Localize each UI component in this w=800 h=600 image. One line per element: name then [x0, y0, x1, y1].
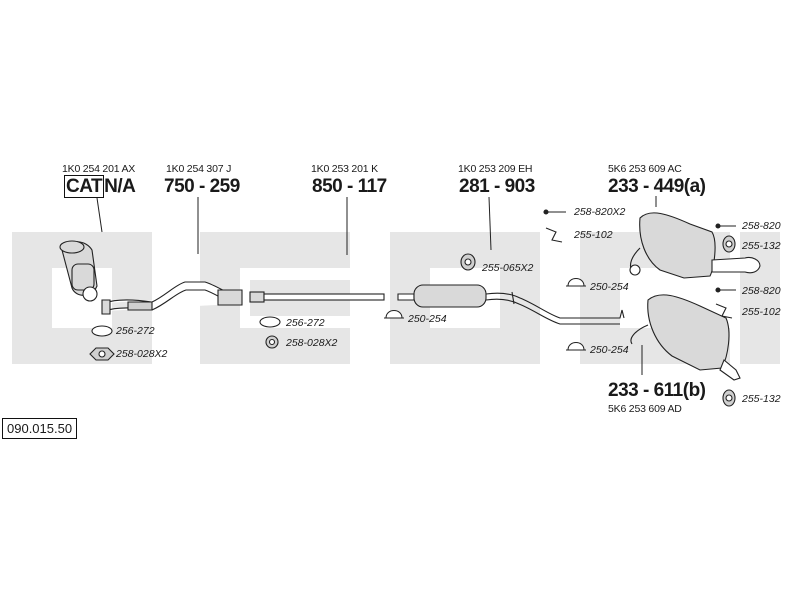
accessory-label-hanger-2: 255-132: [742, 240, 781, 252]
accessory-label-clamp-1: 250-254: [408, 313, 447, 325]
oem-number-intermediate-pipe: 1K0 253 201 K: [311, 163, 378, 175]
accessory-label-nut-1: 258-028X2: [116, 348, 168, 360]
rear-silencer-a: [629, 212, 761, 279]
accessory-label-bracket-2: 255-102: [742, 306, 781, 318]
accessory-label-nut-2: 258-028X2: [286, 337, 338, 349]
part-number-centre-silencer: 281 - 903: [459, 176, 535, 197]
oem-number-front-pipe: 1K0 254 307 J: [166, 163, 232, 175]
diagram-id: 090.015.50: [2, 418, 78, 439]
accessory-label-gasket-2: 256-272: [286, 317, 325, 329]
accessory-label-screw-3: 258-820: [742, 285, 781, 297]
accessory-label-gasket-1: 256-272: [116, 325, 155, 337]
oem-number-rear-silencer-a: 5K6 253 609 AC: [608, 163, 682, 175]
accessory-label-hanger-1: 255-065X2: [482, 262, 534, 274]
part-number-rear-silencer-b: 233 - 611(b): [608, 380, 706, 401]
intermediate-pipe: [249, 291, 385, 303]
accessory-label-clamp-2: 250-254: [590, 281, 629, 293]
centre-silencer: [397, 284, 625, 325]
cat-suffix: N/A: [104, 176, 136, 197]
part-number-front-pipe: 750 - 259: [164, 176, 240, 197]
oem-number-centre-silencer: 1K0 253 209 EH: [458, 163, 533, 175]
front-pipe: [101, 281, 243, 315]
accessory-label-screw-1: 258-820X2: [574, 206, 626, 218]
catalytic-converter: [59, 240, 98, 302]
accessory-label-bracket-1: 255-102: [574, 229, 613, 241]
leader-lines: [96, 196, 657, 375]
accessory-label-hanger-3: 255-132: [742, 393, 781, 405]
part-number-rear-silencer-a: 233 - 449(a): [608, 176, 706, 197]
part-number-intermediate-pipe: 850 - 117: [312, 176, 387, 197]
oem-number-catalyst: 1K0 254 201 AX: [62, 163, 136, 175]
accessory-symbols: [89, 209, 736, 407]
rear-silencer-b: [630, 294, 741, 381]
oem-number-rear-silencer-b: 5K6 253 609 AD: [608, 403, 682, 415]
cat-label: CAT: [64, 175, 105, 198]
accessory-label-clamp-3: 250-254: [590, 344, 629, 356]
accessory-label-screw-2: 258-820: [742, 220, 781, 232]
